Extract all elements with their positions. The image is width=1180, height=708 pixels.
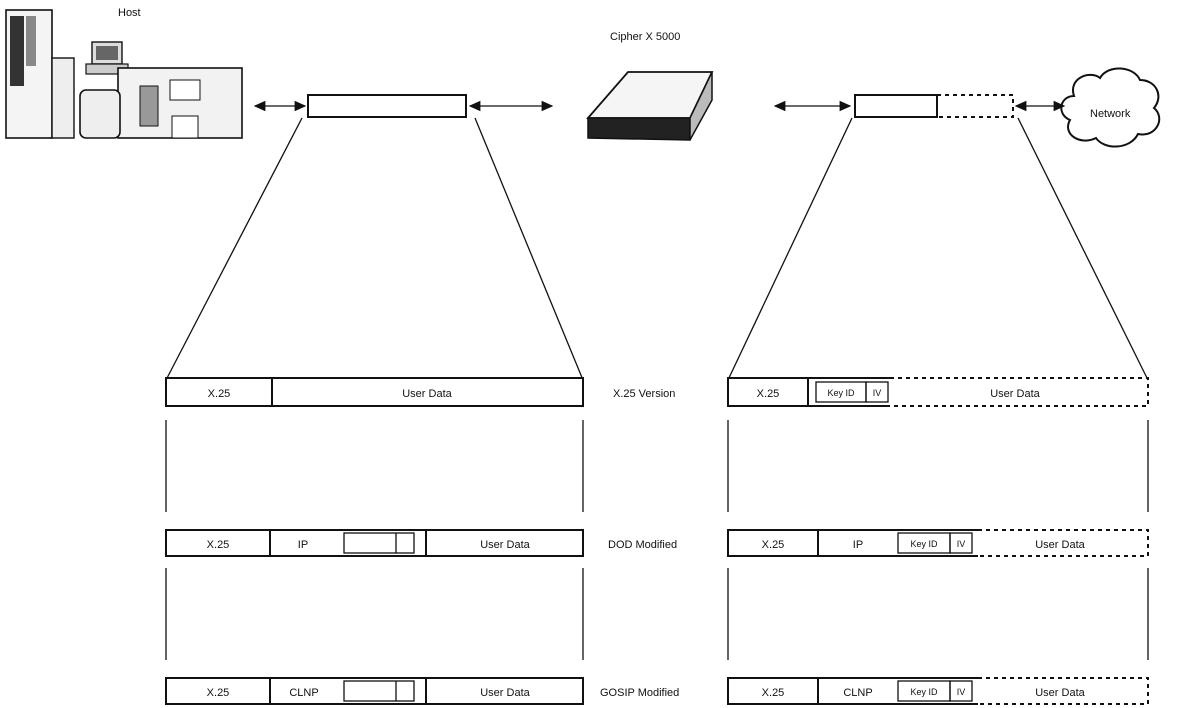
field-key-id: Key ID — [827, 388, 855, 398]
row-dod-left-packet: X.25 IP User Data — [166, 530, 583, 556]
network-label: Network — [1090, 108, 1131, 120]
empty-header-slot — [344, 681, 414, 701]
field-iv: IV — [957, 539, 966, 549]
field-key-id: Key ID — [910, 687, 938, 697]
row-x25-right-packet: X.25 Key ID IV User Data — [728, 378, 1148, 406]
row-label-gosip-modified: GOSIP Modified — [600, 687, 679, 699]
zoom-line-left-b — [475, 118, 583, 380]
row-x25-left-packet: X.25 User Data — [166, 378, 583, 406]
field-x25: X.25 — [762, 687, 785, 699]
field-key-id: Key ID — [910, 539, 938, 549]
field-clnp: CLNP — [843, 687, 872, 699]
field-x25: X.25 — [208, 388, 231, 400]
field-x25: X.25 — [762, 539, 785, 551]
row-dod-right-packet: X.25 IP Key ID IV User Data — [728, 530, 1148, 556]
field-ip: IP — [853, 539, 863, 551]
field-x25: X.25 — [207, 687, 230, 699]
field-clnp: CLNP — [289, 687, 318, 699]
field-x25: X.25 — [757, 388, 780, 400]
field-user-data: User Data — [480, 539, 530, 551]
cipher-device-icon — [588, 72, 712, 140]
empty-header-slot — [344, 533, 414, 553]
row-gosip-left-packet: X.25 CLNP User Data — [166, 678, 583, 704]
field-user-data: User Data — [990, 388, 1040, 400]
zoom-line-right-b — [1018, 118, 1148, 380]
field-user-data: User Data — [402, 388, 452, 400]
row-label-dod-modified: DOD Modified — [608, 539, 677, 551]
field-user-data: User Data — [1035, 687, 1085, 699]
zoom-line-right-a — [728, 118, 852, 380]
cipher-label: Cipher X 5000 — [610, 31, 680, 43]
field-ip: IP — [298, 539, 308, 551]
field-user-data: User Data — [1035, 539, 1085, 551]
host-computer-icon — [6, 10, 242, 138]
row-label-x25-version: X.25 Version — [613, 388, 675, 400]
right-link-box-encrypted — [937, 95, 1013, 117]
field-user-data: User Data — [480, 687, 530, 699]
field-x25: X.25 — [207, 539, 230, 551]
zoom-line-left-a — [166, 118, 302, 380]
host-label: Host — [118, 7, 141, 19]
left-link-box — [308, 95, 466, 117]
field-iv: IV — [957, 687, 966, 697]
right-link-box — [855, 95, 937, 117]
row-gosip-right-packet: X.25 CLNP Key ID IV User Data — [728, 678, 1148, 704]
field-iv: IV — [873, 388, 882, 398]
